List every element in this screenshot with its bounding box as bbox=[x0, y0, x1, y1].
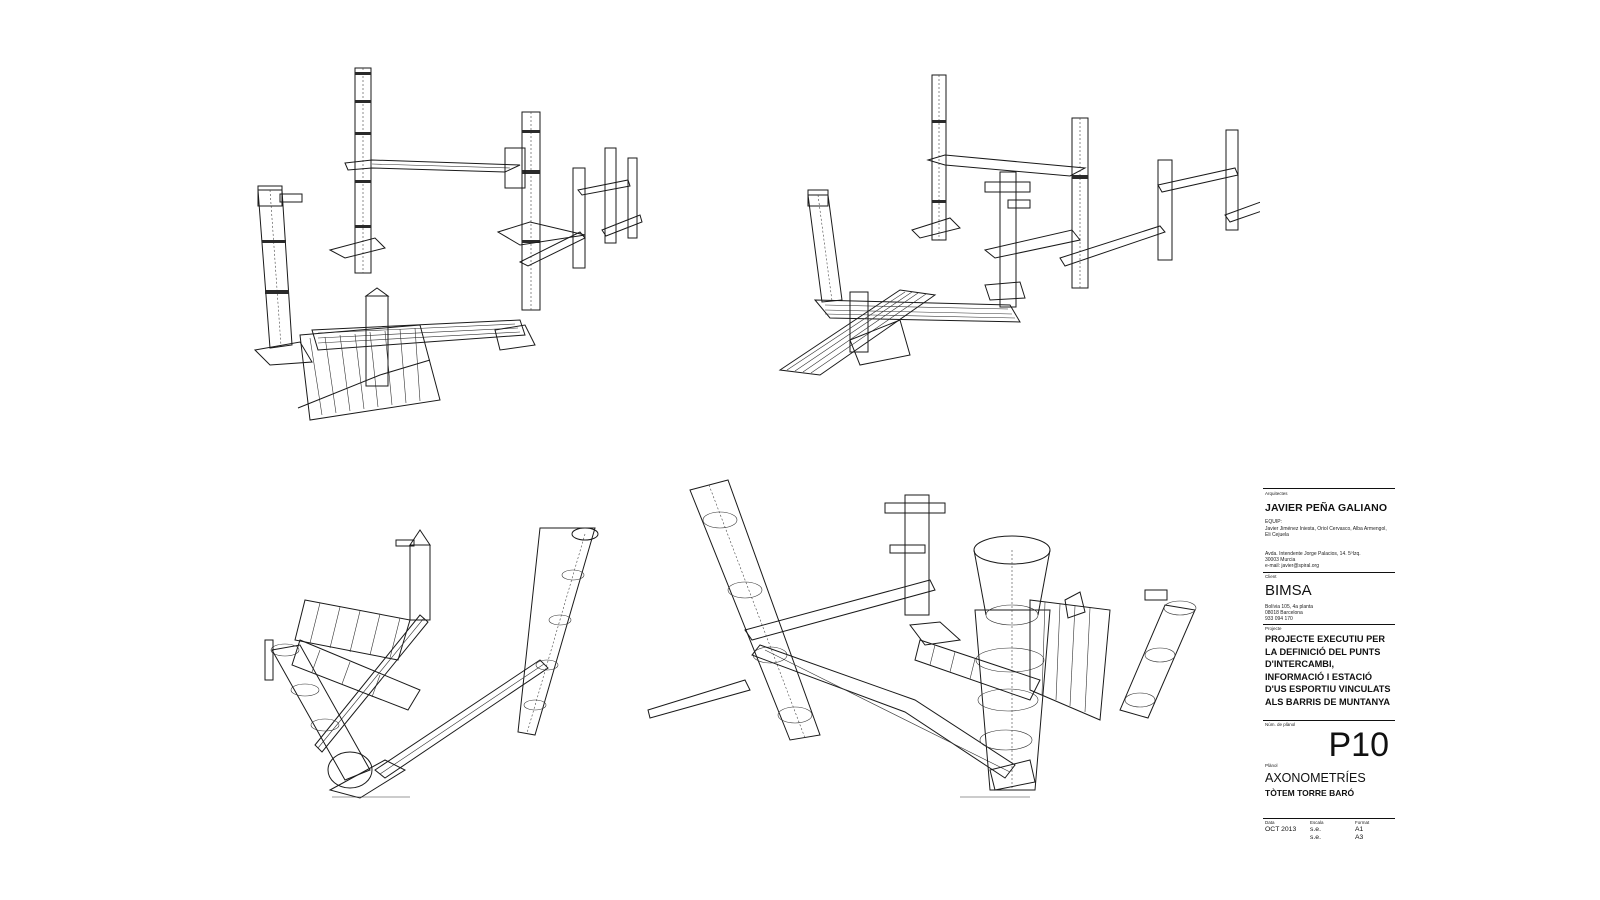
axonometry-view-4 bbox=[647, 479, 1197, 798]
axonometry-view-1 bbox=[253, 67, 643, 421]
tower bbox=[1071, 117, 1089, 289]
scale-caption: Escala bbox=[1310, 820, 1324, 825]
project-title-line: D'US ESPORTIU VINCULATS bbox=[1265, 684, 1391, 695]
client-name: BIMSA bbox=[1265, 582, 1312, 599]
plan-caption: Plànol bbox=[1265, 763, 1278, 768]
scale-value-a3: s.e. bbox=[1310, 834, 1321, 841]
tower bbox=[973, 535, 1051, 791]
date-value: OCT 2013 bbox=[1265, 826, 1297, 833]
date-caption: Data bbox=[1265, 820, 1275, 825]
project-title-line: PROJECTE EXECUTIU PER bbox=[1265, 634, 1385, 644]
project-title-line: ALS BARRIS DE MUNTANYA bbox=[1265, 696, 1391, 707]
axonometry-view-2 bbox=[778, 74, 1260, 376]
tower bbox=[984, 171, 1031, 308]
format-value-a3: A3 bbox=[1355, 834, 1364, 841]
plan-number: P10 bbox=[1328, 726, 1390, 764]
platform-grid bbox=[291, 599, 421, 711]
platform-grid bbox=[914, 599, 1111, 721]
team-label: EQUIP: bbox=[1265, 519, 1282, 525]
architect-address-line1: Avda. Intendente Jorge Palacios, 14. 5ºI… bbox=[1265, 551, 1361, 557]
project-title-line: LA DEFINICIÓ DEL PUNTS bbox=[1265, 646, 1381, 657]
plan-title: AXONOMETRÍES bbox=[1265, 771, 1366, 785]
architect-email: e-mail: javier@spiral.org bbox=[1265, 563, 1319, 569]
title-block: Arquitectes JAVIER PEÑA GALIANO EQUIP: J… bbox=[1263, 488, 1395, 862]
tower bbox=[257, 185, 303, 349]
project-caption: Projecte bbox=[1265, 626, 1282, 631]
project-title: PROJECTE EXECUTIU PER LA DEFINICIÓ DEL P… bbox=[1265, 633, 1397, 709]
axonometric-drawings bbox=[253, 67, 1260, 799]
project-title-line: INFORMACIÓ I ESTACIÓ bbox=[1265, 671, 1373, 682]
format-value-a1: A1 bbox=[1355, 826, 1364, 833]
scale-value-a1: s.e. bbox=[1310, 826, 1321, 833]
tower bbox=[807, 189, 843, 303]
project-title-line: D'INTERCAMBI, bbox=[1265, 659, 1335, 670]
client-caption: Client bbox=[1265, 574, 1277, 579]
client-address-line2: 08018 Barcelona bbox=[1265, 610, 1303, 616]
architects-caption: Arquitectes bbox=[1265, 491, 1288, 496]
client-phone: 933 094 170 bbox=[1265, 616, 1293, 622]
client-address-line1: Bolívia 105, 4a planta bbox=[1265, 604, 1314, 610]
tower bbox=[931, 74, 947, 241]
architect-name: JAVIER PEÑA GALIANO bbox=[1265, 502, 1388, 514]
platform-grid bbox=[778, 289, 1021, 376]
architect-address-line2: 30003 Murcia bbox=[1265, 557, 1296, 563]
format-caption: Format bbox=[1355, 820, 1370, 825]
platform-grid bbox=[297, 319, 526, 421]
axonometry-view-3 bbox=[264, 527, 599, 799]
team-members: Javier Jiménez Iniesta, Oriol Cervasco, … bbox=[1265, 526, 1387, 539]
tower bbox=[354, 67, 372, 274]
plan-subtitle: TÒTEM TORRE BARÓ bbox=[1265, 788, 1355, 798]
plan-number-caption: Núm. de plànol bbox=[1265, 722, 1296, 727]
tower bbox=[504, 111, 541, 311]
